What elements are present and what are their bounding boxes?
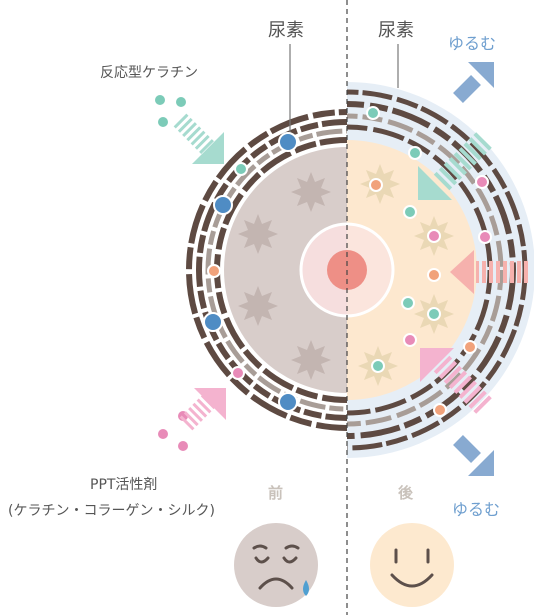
reactive-keratin-label: 反応型ケラチン <box>100 65 198 81</box>
urea-label-right: 尿素 <box>378 20 414 41</box>
loosen-label-top: ゆるむ <box>448 34 497 53</box>
molecules-before <box>155 95 298 451</box>
molecules-after <box>366 106 492 417</box>
arrow-keratin-in-after <box>418 132 492 200</box>
arrow-loosen-bottom <box>453 435 494 476</box>
ppt-title-label: PPT活性剤 <box>90 477 158 493</box>
before-label: 前 <box>268 484 284 502</box>
arrow-keratin-in <box>173 113 224 164</box>
arrow-ppt-in <box>179 388 226 431</box>
smiling-face-icon <box>370 523 454 607</box>
ppt-detail-label: (ケラチン・コラーゲン・シルク) <box>8 503 215 519</box>
cortex-cells-before <box>238 172 331 380</box>
crying-face-icon <box>234 523 318 607</box>
urea-label-left: 尿素 <box>268 20 304 41</box>
arrow-salmon-in-after <box>450 250 528 294</box>
arrow-ppt-in-after <box>420 348 492 414</box>
after-label: 後 <box>398 484 414 502</box>
arrow-loosen-top <box>453 62 494 103</box>
loosen-label-bottom: ゆるむ <box>452 500 501 519</box>
